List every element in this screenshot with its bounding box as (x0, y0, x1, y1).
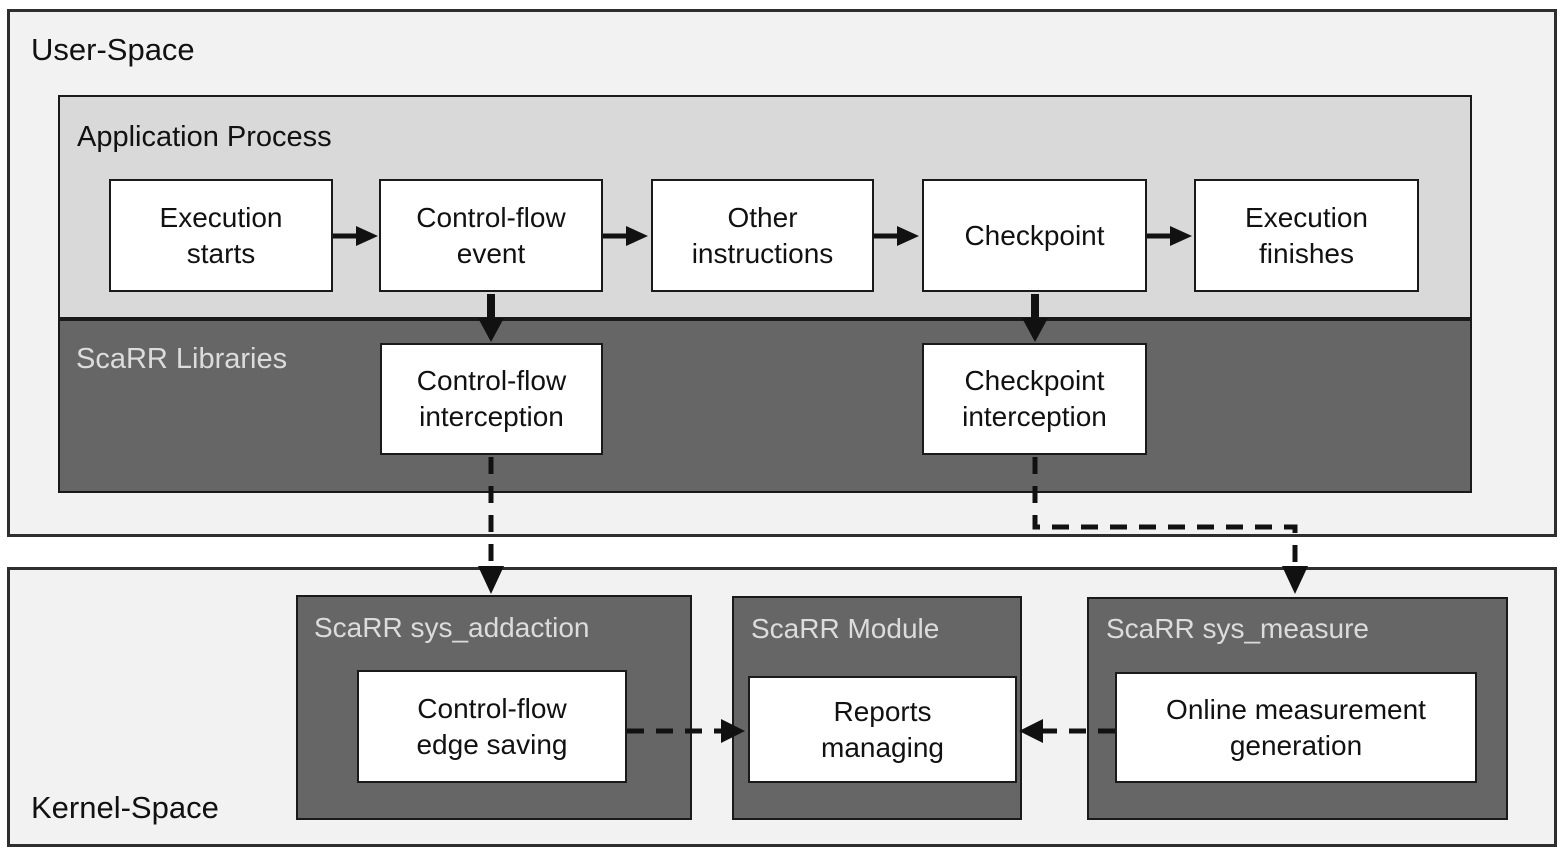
flow-box-execution-finishes: Execution finishes (1194, 179, 1419, 292)
kernel-space-label: Kernel-Space (31, 790, 219, 825)
flow-box-other-instructions: Other instructions (651, 179, 874, 292)
flow-box-execution-starts: Execution starts (109, 179, 333, 292)
flow-box-control-flow-edge-saving: Control-flow edge saving (357, 670, 627, 783)
flow-box-checkpoint: Checkpoint (922, 179, 1147, 292)
user-space-label: User-Space (31, 32, 195, 67)
application-process-label: Application Process (77, 121, 332, 153)
flow-box-online-measurement-generation: Online measurement generation (1115, 672, 1477, 783)
scarr-module-label: ScaRR Module (751, 613, 940, 644)
scarr-libraries-panel: ScaRR Libraries (58, 319, 1472, 493)
scarr-sys-measure-label: ScaRR sys_measure (1106, 613, 1369, 644)
scarr-sys-addaction-label: ScaRR sys_addaction (314, 612, 590, 643)
scarr-libraries-label: ScaRR Libraries (76, 343, 288, 375)
flow-box-reports-managing: Reports managing (748, 676, 1017, 783)
flow-box-control-flow-event: Control-flow event (379, 179, 603, 292)
flow-box-checkpoint-interception: Checkpoint interception (922, 343, 1147, 455)
flow-box-control-flow-interception: Control-flow interception (380, 343, 603, 455)
